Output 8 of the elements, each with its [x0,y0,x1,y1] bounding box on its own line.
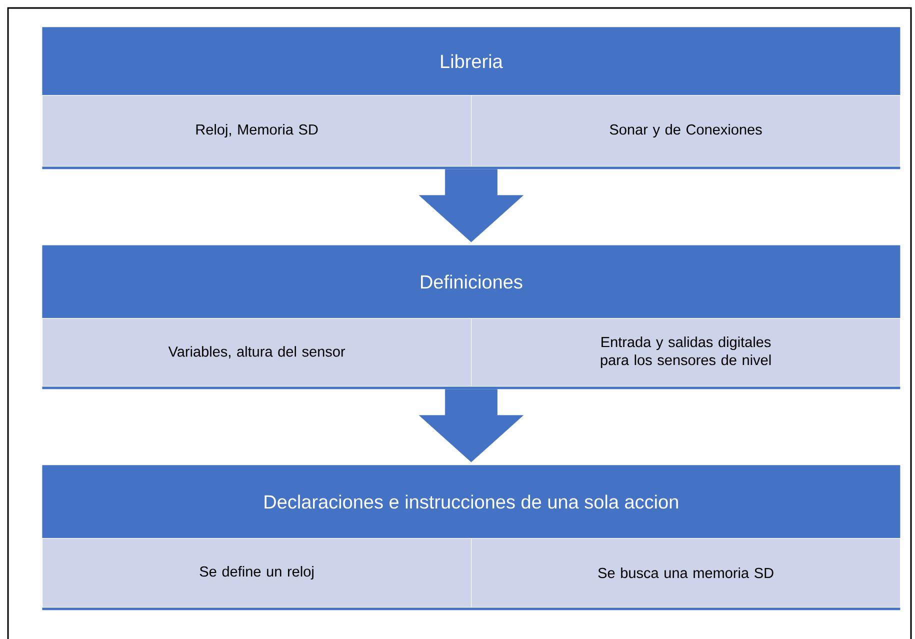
content-cell: Se define un reloj [42,538,472,608]
content-cell: Entrada y salidas digitales para los sensores de nivel [471,318,901,387]
content-cell: Reloj, Memoria SD [42,95,472,167]
content-cell: Variables, altura del sensor [42,318,472,387]
content-cell: Se busca una memoria SD [471,538,901,608]
block-arrow [419,169,524,242]
block-arrow [419,389,524,462]
content-cell: Sonar y de Conexiones [471,95,901,167]
